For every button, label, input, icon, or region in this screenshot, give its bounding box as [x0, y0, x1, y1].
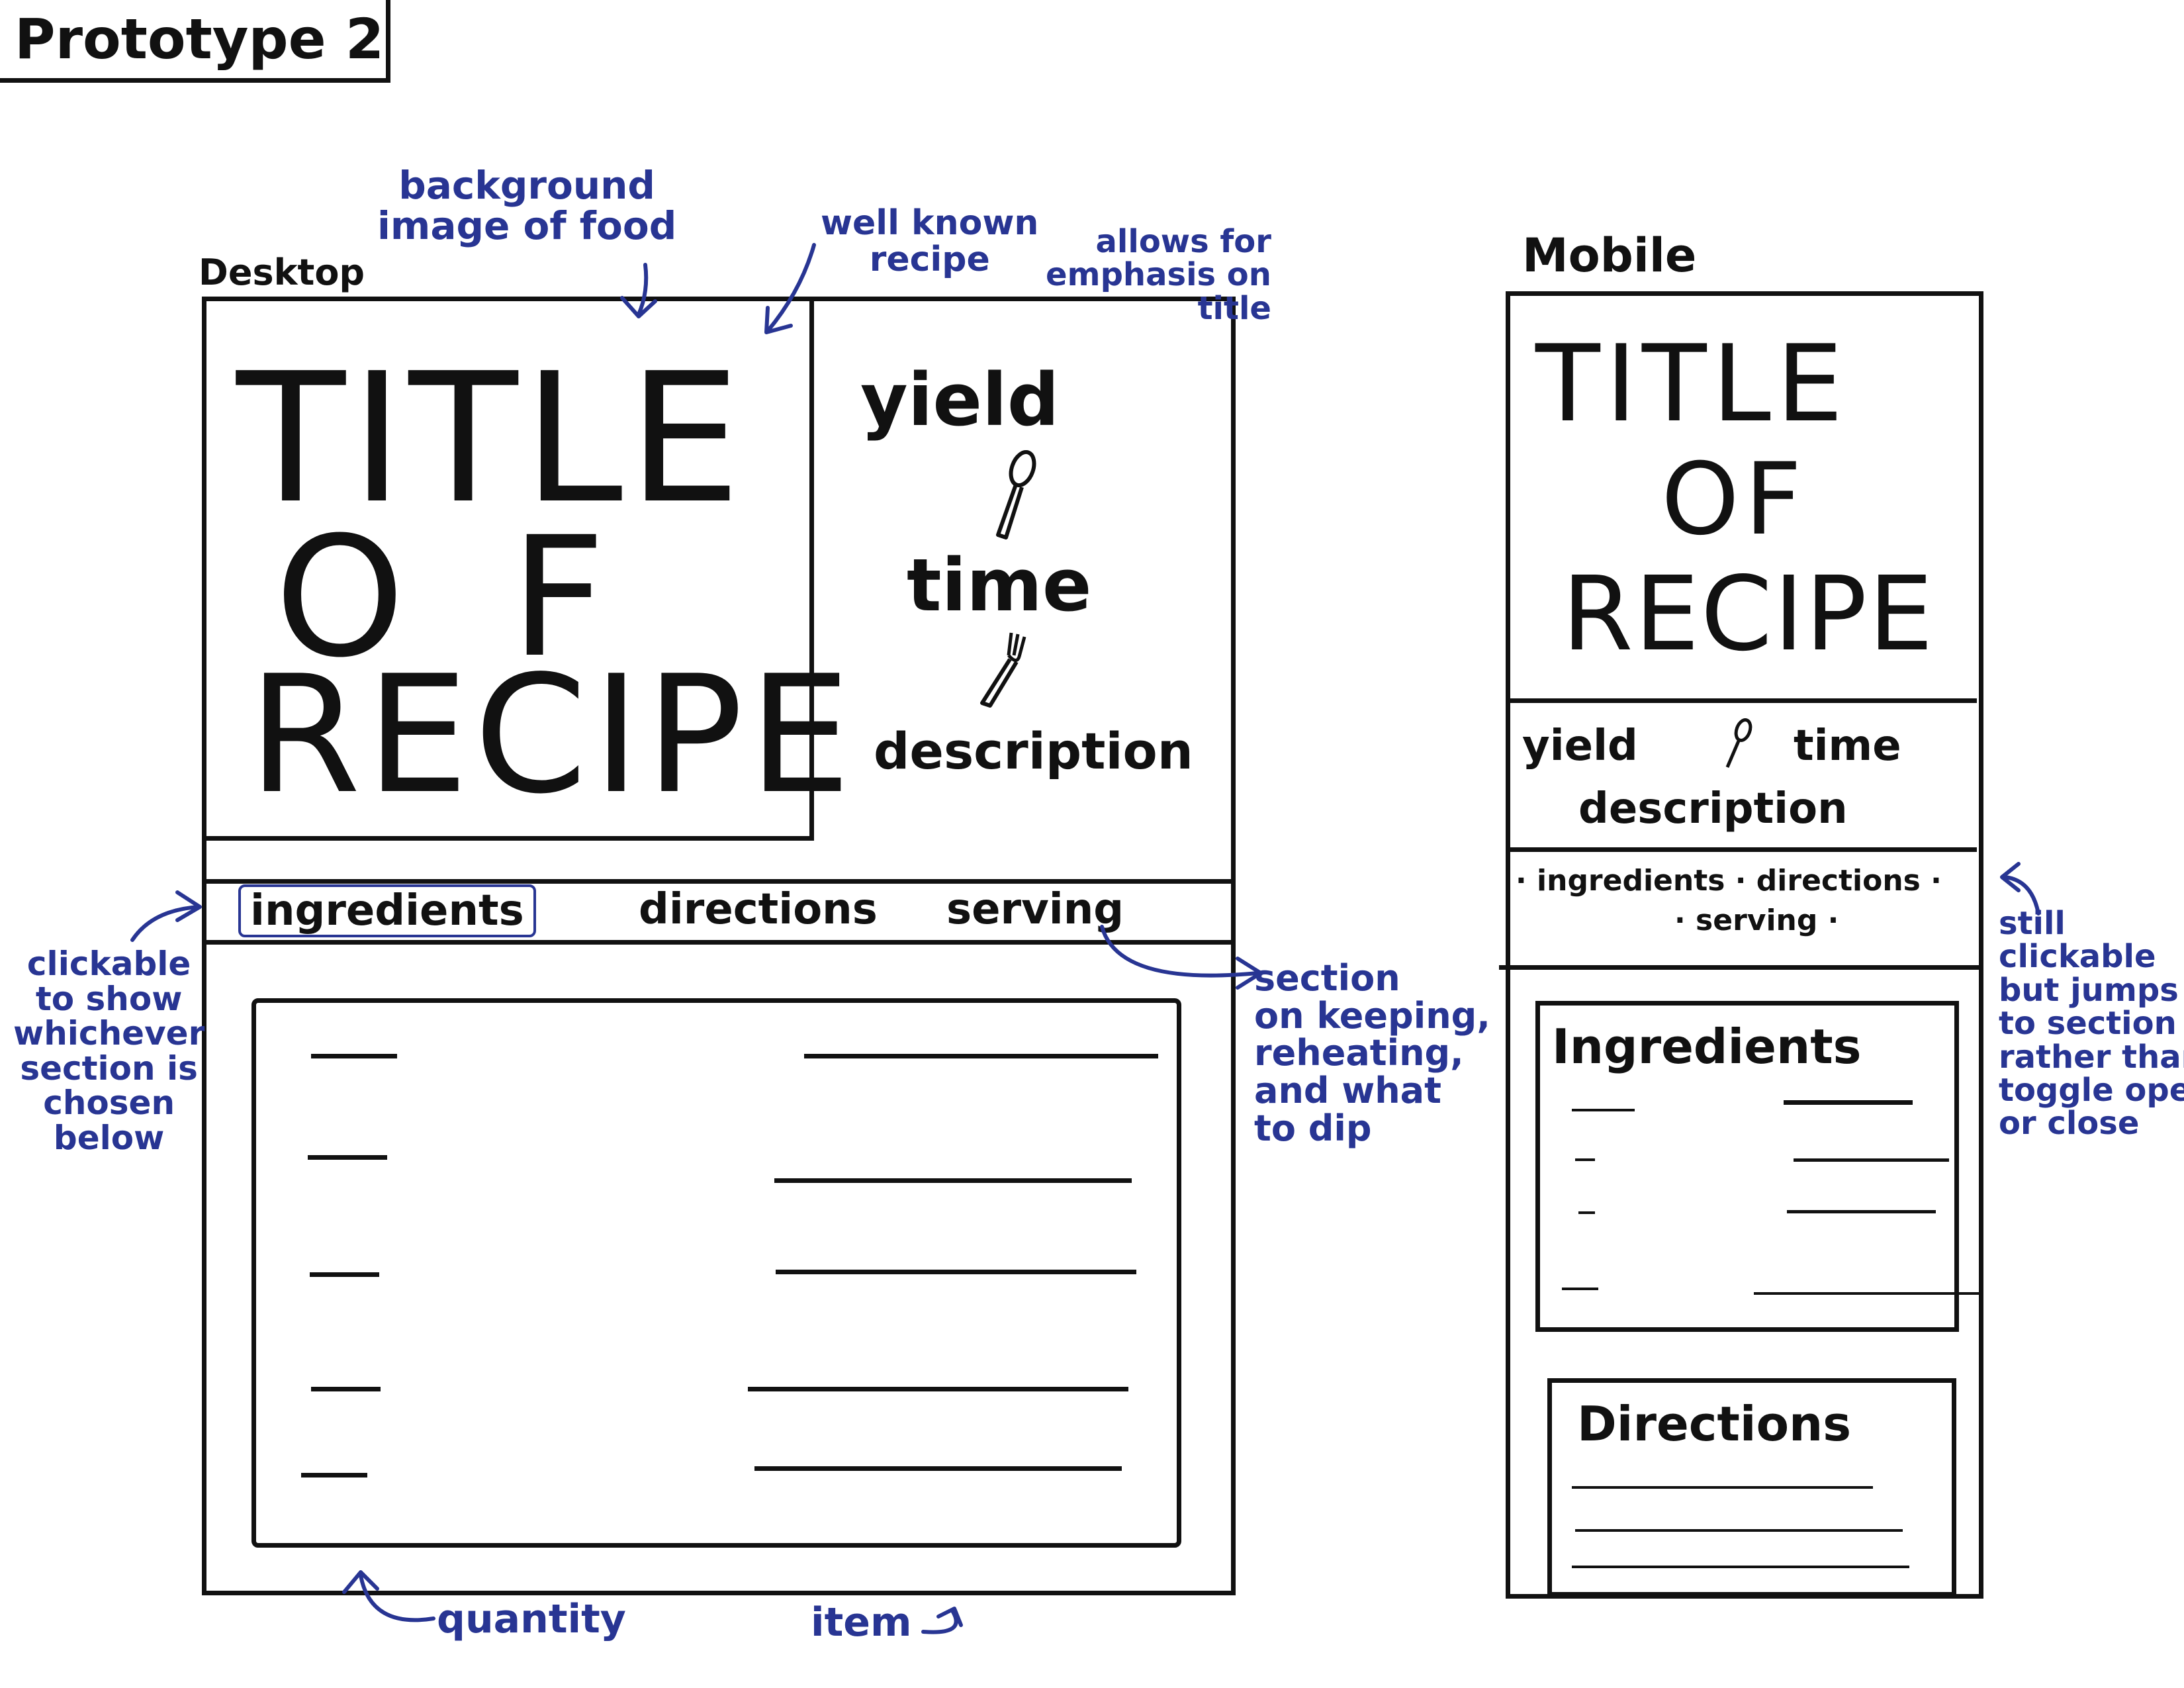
- desktop-title-panel: TITLE O F RECIPE: [202, 297, 851, 841]
- desktop-fork-icon: [973, 629, 1032, 708]
- arrow-background: [637, 263, 649, 316]
- quantity-line-1: [311, 1054, 397, 1058]
- mobile-ing-item-1: [1784, 1100, 1913, 1105]
- note-background-image: background image of food: [377, 163, 677, 248]
- arrow-clickable: [130, 905, 201, 942]
- quantity-line-2: [308, 1155, 387, 1160]
- desktop-tabbar-top-line: [202, 879, 1231, 884]
- mobile-ing-qty-3: [1578, 1211, 1595, 1214]
- arrow-well-known: [766, 243, 816, 333]
- mobile-nav-line-1[interactable]: · ingredients · directions ·: [1516, 864, 1942, 898]
- mobile-title-line-3: RECIPE: [1562, 554, 1934, 674]
- arrow-still-clickable-head: [2000, 862, 2021, 892]
- item-line-4: [748, 1387, 1128, 1391]
- note-item: item: [811, 1599, 912, 1646]
- arrow-serving: [1100, 925, 1259, 978]
- mobile-ingredients-heading: Ingredients: [1552, 1019, 1862, 1074]
- mobile-directions-card: Directions: [1547, 1378, 1956, 1597]
- mobile-title-line-1: TITLE: [1535, 322, 1848, 445]
- prototype-label: Prototype 2: [15, 7, 385, 71]
- mobile-meta-time: time: [1794, 722, 1901, 771]
- quantity-line-4: [311, 1387, 381, 1391]
- mobile-ing-item-3: [1787, 1210, 1936, 1213]
- desktop-title-line-2: O F: [275, 501, 633, 694]
- mobile-directions-heading: Directions: [1577, 1396, 1852, 1452]
- mobile-ing-qty-2: [1575, 1158, 1595, 1161]
- desktop-meta-time: time: [907, 543, 1092, 628]
- item-line-1: [804, 1054, 1158, 1058]
- mobile-meta-description: description: [1578, 784, 1848, 833]
- note-clickable: clickable to show whichever section is c…: [13, 945, 205, 1157]
- mobile-nav-line-2[interactable]: · serving ·: [1674, 904, 1839, 937]
- desktop-title-line-3: RECIPE: [248, 641, 856, 829]
- arrow-clickable-head: [175, 890, 202, 922]
- mobile-meta-yield: yield: [1522, 722, 1638, 771]
- desktop-label: Desktop: [199, 252, 365, 293]
- item-line-3: [776, 1270, 1136, 1274]
- arrow-quantity-head: [342, 1570, 379, 1594]
- mobile-label: Mobile: [1522, 228, 1697, 283]
- desktop-meta-description: description: [874, 722, 1193, 780]
- quantity-line-3: [310, 1272, 379, 1277]
- desktop-meta-yield: yield: [860, 357, 1060, 442]
- arrow-serving-head: [1236, 957, 1263, 990]
- mobile-ing-qty-4: [1562, 1288, 1598, 1290]
- arrow-item: [921, 1610, 958, 1634]
- arrow-item-head: [936, 1607, 963, 1627]
- mobile-dir-line-3: [1572, 1566, 1909, 1568]
- quantity-line-5: [301, 1473, 367, 1477]
- mobile-title-line-2: OF: [1661, 442, 1807, 557]
- note-well-known: well known recipe: [821, 203, 1039, 279]
- note-still-clickable: still clickable but jumps to section rat…: [1999, 905, 2184, 1143]
- mobile-spoon-icon: [1721, 718, 1754, 771]
- mobile-ing-qty-1: [1572, 1109, 1635, 1111]
- mobile-nav-divider: [1499, 965, 1983, 970]
- desktop-tabbar-bottom-line: [202, 940, 1236, 945]
- mobile-dir-line-1: [1572, 1486, 1873, 1489]
- arrow-quantity: [359, 1573, 435, 1622]
- mobile-title-divider: [1506, 698, 1977, 703]
- desktop-title-line-1: TITLE: [236, 334, 747, 543]
- desktop-frame: [202, 297, 1236, 1595]
- mobile-ing-item-2: [1794, 1158, 1949, 1162]
- note-section-serving: section on keeping, reheating, and what …: [1254, 957, 1490, 1149]
- arrow-well-known-head: [764, 306, 793, 334]
- tab-directions[interactable]: directions: [639, 885, 878, 934]
- mobile-ingredients-card: Ingredients: [1535, 1001, 1959, 1332]
- mobile-meta-divider: [1506, 847, 1977, 852]
- tab-ingredients[interactable]: ingredients: [238, 884, 536, 937]
- note-emphasis: allows for emphasis on title: [1046, 223, 1271, 327]
- arrow-background-head: [620, 296, 657, 318]
- note-quantity: quantity: [437, 1596, 626, 1642]
- arrow-still-clickable: [2003, 875, 2040, 915]
- desktop-ingredient-list-panel: [251, 998, 1181, 1548]
- desktop-spoon-icon: [986, 449, 1039, 543]
- mobile-dir-line-2: [1575, 1529, 1903, 1532]
- mobile-ing-item-4: [1754, 1292, 1979, 1295]
- item-line-2: [774, 1178, 1132, 1183]
- tab-serving[interactable]: serving: [946, 885, 1124, 934]
- item-line-5: [754, 1466, 1122, 1471]
- prototype-label-box: Prototype 2: [0, 0, 390, 83]
